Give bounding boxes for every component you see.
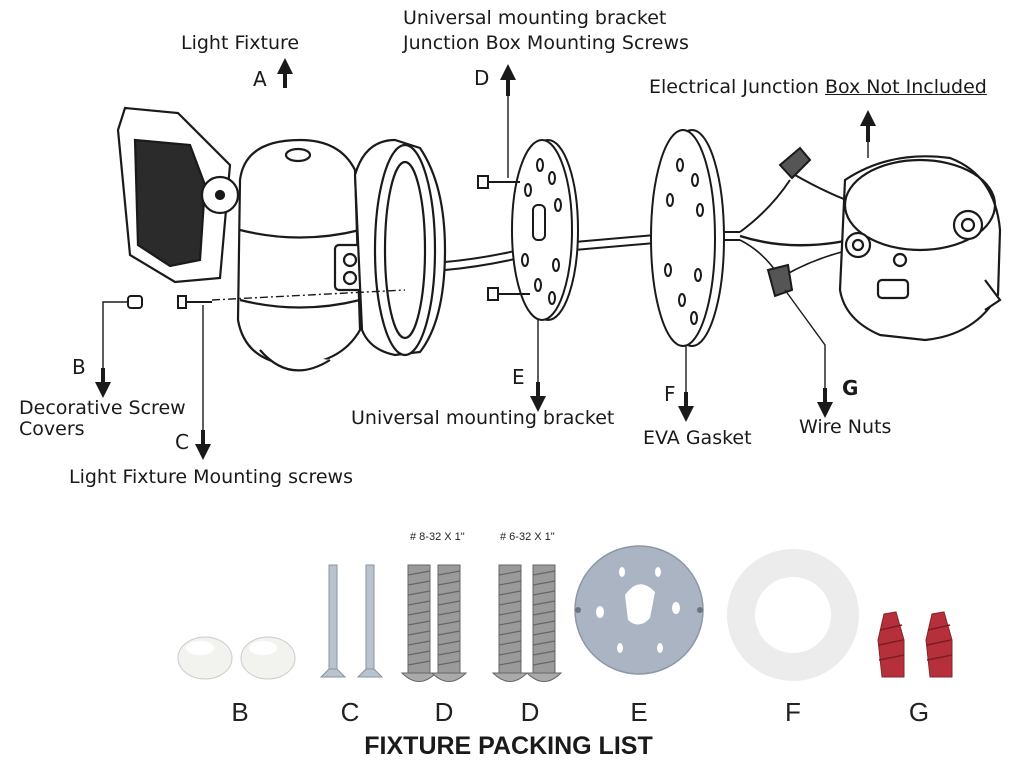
label-wire-nuts: Wire Nuts <box>799 416 892 438</box>
mounting-screw-drawing <box>177 295 212 309</box>
callout-letter-b: B <box>72 355 86 379</box>
callout-letter-d: D <box>474 66 490 90</box>
label-decorative-screw-covers-line1: Decorative Screw <box>19 397 186 419</box>
label-junction-box: Electrical Junction Box Not Included <box>649 77 987 98</box>
callout-letter-f: F <box>664 382 676 406</box>
label-eva-gasket: EVA Gasket <box>643 427 752 449</box>
packing-item-g <box>877 611 953 678</box>
universal-mounting-bracket-drawing <box>511 139 579 321</box>
label-light-fixture: Light Fixture <box>181 32 300 54</box>
label-universal-mounting-bracket: Universal mounting bracket <box>351 407 615 429</box>
label-junction-box-underlined: Box Not Included <box>824 76 987 98</box>
label-bracket-screws-line1: Universal mounting bracket <box>403 7 667 29</box>
packing-item-d-6-32 <box>491 564 563 682</box>
callout-letter-a: A <box>253 67 267 91</box>
packing-item-f <box>727 549 859 681</box>
callout-letter-e: E <box>512 365 525 389</box>
packing-letter-d-6-32: D <box>520 697 540 727</box>
label-junction-box-prefix: Electrical Junction <box>649 76 825 98</box>
wire-nut-drawing <box>766 146 812 298</box>
label-light-fixture-mounting-screws: Light Fixture Mounting screws <box>69 466 353 488</box>
packing-letter-g: G <box>908 697 930 727</box>
packing-letter-d-8-32: D <box>434 697 454 727</box>
label-decorative-screw-covers-line2: Covers <box>19 418 85 440</box>
label-bracket-screws-line2: Junction Box Mounting Screws <box>403 32 689 54</box>
callout-letter-g: G <box>842 376 859 400</box>
packing-letter-c: C <box>340 697 360 727</box>
packing-item-e <box>574 545 704 675</box>
packing-letter-b: B <box>231 697 249 727</box>
callout-letter-c: C <box>175 430 189 454</box>
junction-box-mounting-screws-drawing <box>477 175 530 301</box>
spec-d-8-32: # 8-32 X 1" <box>410 531 465 543</box>
light-fixture-drawing <box>116 106 447 372</box>
decorative-screw-cover-drawing <box>127 295 143 309</box>
spec-d-6-32: # 6-32 X 1" <box>500 531 555 543</box>
packing-item-c <box>319 564 384 678</box>
eva-gasket-drawing <box>650 129 725 347</box>
packing-letter-e: E <box>630 697 648 727</box>
junction-box-drawing <box>838 155 1002 342</box>
packing-list-title: FIXTURE PACKING LIST <box>364 732 653 760</box>
packing-item-d-8-32 <box>400 564 468 682</box>
packing-letter-f: F <box>785 697 801 727</box>
packing-item-b <box>177 636 296 680</box>
